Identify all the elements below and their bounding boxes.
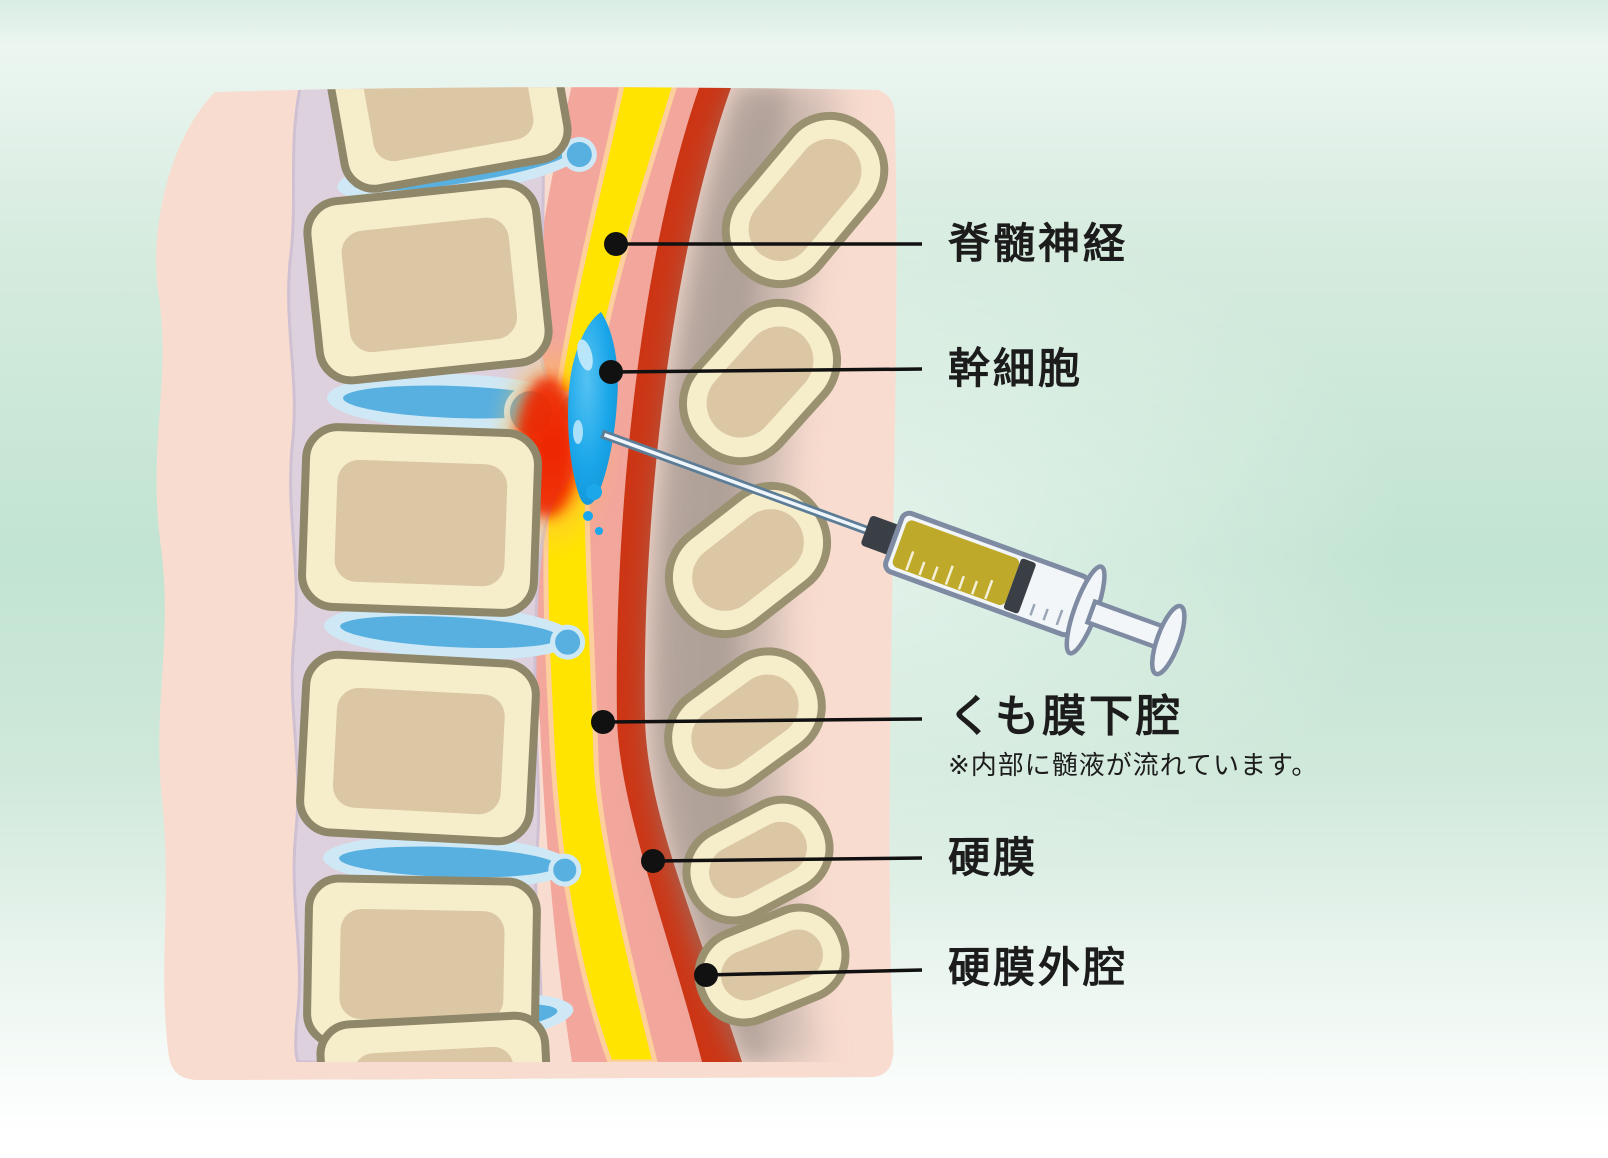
stem-cell-fluid bbox=[568, 312, 618, 535]
leader-line-dura bbox=[652, 856, 923, 863]
leader-dot bbox=[641, 849, 665, 873]
vertebra bbox=[298, 423, 542, 617]
fluid-highlight bbox=[577, 339, 593, 371]
spinous-process bbox=[721, 111, 889, 289]
label-spinal-nerve: 脊髄神経 bbox=[948, 220, 1129, 267]
spinous-process bbox=[678, 298, 842, 466]
plunger-stopper bbox=[1003, 558, 1036, 614]
plunger-thumb-pad bbox=[1149, 603, 1187, 677]
vertebra bbox=[296, 650, 540, 846]
label-dura-mater: 硬膜 bbox=[948, 834, 1039, 881]
leader-line-subarachnoid bbox=[602, 717, 923, 724]
panel-bottom-strip bbox=[156, 1062, 897, 1080]
leader-dots bbox=[591, 232, 718, 987]
vertebra bbox=[316, 1011, 555, 1080]
label-subarachnoid-note: ※内部に髄液が流れています。 bbox=[948, 750, 1319, 780]
fluid-droplet bbox=[583, 511, 593, 521]
leader-line-stem-cell bbox=[610, 367, 923, 374]
leader-dot bbox=[694, 963, 718, 987]
syringe-fluid bbox=[892, 520, 1020, 606]
spinous-process bbox=[664, 481, 832, 639]
leader-dot bbox=[599, 360, 623, 384]
label-subarachnoid-space: くも膜下腔 bbox=[948, 692, 1183, 741]
leader-line-epidural bbox=[705, 968, 923, 977]
syringe-graduations bbox=[905, 551, 994, 600]
vertebra bbox=[303, 179, 553, 385]
leader-dot bbox=[591, 710, 615, 734]
fluid-highlight bbox=[573, 420, 583, 444]
needle-icon bbox=[600, 429, 879, 539]
leader-dot bbox=[604, 232, 628, 256]
vertebra bbox=[324, 87, 572, 193]
label-stem-cell: 幹細胞 bbox=[948, 345, 1084, 392]
fluid-droplet bbox=[595, 527, 603, 535]
vertebra bbox=[303, 874, 541, 1051]
label-epidural-space: 硬膜外腔 bbox=[948, 944, 1129, 991]
intervertebral-disc bbox=[323, 835, 582, 889]
intervertebral-disc bbox=[324, 604, 586, 660]
dura-band bbox=[616, 87, 742, 1062]
leader-lines bbox=[602, 242, 923, 977]
syringe bbox=[600, 429, 1187, 677]
fluid-droplet bbox=[586, 484, 602, 500]
spinous-process bbox=[694, 903, 850, 1027]
